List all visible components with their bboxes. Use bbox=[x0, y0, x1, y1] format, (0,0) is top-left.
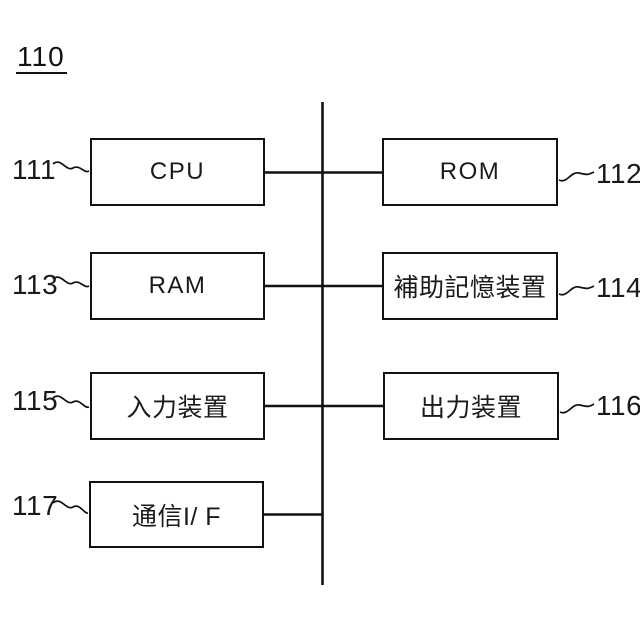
ref-leader-112 bbox=[558, 171, 595, 182]
block-cpu-label: CPU bbox=[149, 158, 206, 185]
block-rom-label: ROM bbox=[439, 158, 501, 185]
ref-leader-113 bbox=[52, 276, 90, 288]
ref-leader-114 bbox=[558, 285, 595, 296]
ref-label-114: 114 bbox=[596, 272, 640, 303]
block-output-device-label: 出力装置 bbox=[419, 394, 522, 422]
ref-label-117: 117 bbox=[12, 490, 59, 521]
ref-leader-111 bbox=[52, 161, 90, 173]
block-input-device-label: 入力装置 bbox=[126, 394, 229, 422]
block-aux-storage: 補助記憶装置 bbox=[382, 252, 558, 320]
block-comm-interface: 通信I/ F bbox=[89, 481, 264, 548]
block-ram: RAM bbox=[90, 252, 265, 320]
figure-reference-number: 110 bbox=[16, 42, 67, 75]
block-output-device: 出力装置 bbox=[383, 372, 559, 440]
ref-label-113: 113 bbox=[12, 269, 59, 300]
block-aux-storage-label: 補助記憶装置 bbox=[393, 274, 547, 302]
block-rom: ROM bbox=[382, 138, 558, 206]
block-ram-label: RAM bbox=[148, 272, 207, 299]
ref-leader-117 bbox=[52, 500, 89, 514]
block-input-device: 入力装置 bbox=[90, 372, 265, 440]
ref-leader-115 bbox=[52, 395, 90, 409]
ref-label-112: 112 bbox=[596, 158, 640, 189]
ref-label-115: 115 bbox=[12, 385, 59, 416]
ref-label-111: 111 bbox=[12, 154, 57, 185]
block-comm-interface-label: 通信I/ F bbox=[131, 502, 222, 531]
block-cpu: CPU bbox=[90, 138, 265, 206]
ref-leader-116 bbox=[559, 403, 595, 414]
ref-label-116: 116 bbox=[596, 390, 640, 421]
